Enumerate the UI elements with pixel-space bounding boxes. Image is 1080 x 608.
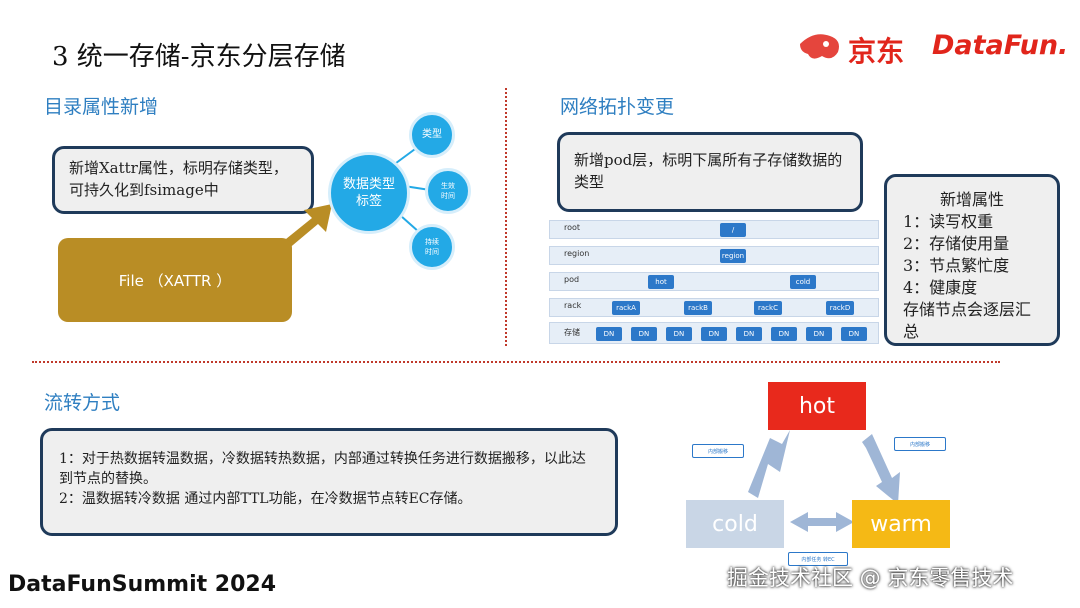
jd-logo-text: 京东 xyxy=(848,35,905,68)
attributes-title: 新增属性 xyxy=(939,190,1004,209)
datafun-logo: DataFun. xyxy=(930,28,1068,68)
hot-box: hot xyxy=(768,382,866,430)
effective-time-label: 生效时间 xyxy=(441,182,455,200)
watermark: 掘金技术社区 @ 京东零售技术 xyxy=(727,566,1014,590)
rack-node: rackB xyxy=(684,301,712,315)
jd-dog-icon xyxy=(800,34,839,59)
row-label: 存储 xyxy=(564,328,580,337)
topo-row-storage: 存储 DN DN DN DN DN DN DN DN xyxy=(549,322,879,344)
flow-description-box: 1：对于热数据转温数据，冷数据转热数据，内部通过转换任务进行数据搬移，以此达到节… xyxy=(40,428,618,536)
topo-row-root: root / xyxy=(549,220,879,239)
dir-description-box: 新增Xattr属性，标明存储类型，可持久化到fsimage中 xyxy=(52,146,314,214)
duration-circle: 持续时间 xyxy=(409,224,455,270)
row-label: rack xyxy=(564,301,582,310)
topo-row-pod: pod hot cold xyxy=(549,272,879,291)
page-title: 3 统一存储-京东分层存储 xyxy=(52,42,346,72)
internal-move-label-right: 内部搬移 xyxy=(894,437,946,451)
type-circle-label: 类型 xyxy=(422,129,442,140)
pod-node-hot: hot xyxy=(648,275,674,289)
warm-box: warm xyxy=(852,500,950,548)
duration-label: 持续时间 xyxy=(425,238,439,256)
dn-node: DN xyxy=(736,327,762,341)
topo-row-region: region region xyxy=(549,246,879,265)
net-description-text: 新增pod层，标明下属所有子存储数据的类型 xyxy=(574,151,843,191)
rack-node: rackA xyxy=(612,301,640,315)
data-type-tag-label: 数据类型标签 xyxy=(342,177,395,209)
net-description-box: 新增pod层，标明下属所有子存储数据的类型 xyxy=(557,132,863,212)
section-dir-title: 目录属性新增 xyxy=(44,96,159,118)
attribute-item: 3：节点繁忙度 xyxy=(903,256,1010,275)
attribute-item: 1：读写权重 xyxy=(903,212,994,231)
region-node: region xyxy=(720,249,746,263)
attributes-footer: 存储节点会逐层汇总 xyxy=(903,300,1032,341)
dir-description-text: 新增Xattr属性，标明存储类型，可持久化到fsimage中 xyxy=(69,159,288,199)
dn-node: DN xyxy=(596,327,622,341)
internal-move-label-left: 内部搬移 xyxy=(692,444,744,458)
attribute-item: 4：健康度 xyxy=(903,278,978,297)
footer-summit: DataFunSummit 2024 xyxy=(8,572,277,597)
data-type-tag-circle: 数据类型标签 xyxy=(328,152,410,234)
horizontal-divider xyxy=(32,361,1000,363)
internal-ec-label: 内部任务 转EC xyxy=(788,552,848,566)
dn-node: DN xyxy=(806,327,832,341)
topology-diagram: root / region region pod hot cold rack r… xyxy=(549,216,879,346)
effective-time-circle: 生效时间 xyxy=(425,168,471,214)
new-attributes-box: 新增属性 1：读写权重 2：存储使用量 3：节点繁忙度 4：健康度 存储节点会逐… xyxy=(884,174,1060,346)
root-node: / xyxy=(720,223,746,237)
section-flow-title: 流转方式 xyxy=(44,392,121,414)
topo-row-rack: rack rackA rackB rackC rackD xyxy=(549,298,879,317)
dn-node: DN xyxy=(771,327,797,341)
row-label: root xyxy=(564,223,581,232)
type-circle: 类型 xyxy=(409,112,455,158)
pod-node-cold: cold xyxy=(790,275,816,289)
dn-node: DN xyxy=(666,327,692,341)
attribute-item: 2：存储使用量 xyxy=(903,234,1010,253)
section-net-title: 网络拓扑变更 xyxy=(560,96,675,118)
dn-node: DN xyxy=(701,327,727,341)
rack-node: rackC xyxy=(754,301,782,315)
row-label: pod xyxy=(564,275,580,284)
row-label: region xyxy=(564,249,590,258)
datafun-logo-text: DataFun. xyxy=(932,30,1069,61)
dn-node: DN xyxy=(841,327,867,341)
vertical-divider xyxy=(505,88,507,346)
flow-line: 2：温数据转冷数据 通过内部TTL功能，在冷数据节点转EC存储。 xyxy=(59,491,472,507)
flow-line: 1：对于热数据转温数据，冷数据转热数据，内部通过转换任务进行数据搬移，以此达到节… xyxy=(59,451,586,487)
jd-logo: 京东 xyxy=(796,26,926,70)
flow-arrows xyxy=(748,430,900,532)
rack-node: rackD xyxy=(826,301,854,315)
file-xattr-box: File （XATTR ） xyxy=(58,238,292,322)
dn-node: DN xyxy=(631,327,657,341)
cold-box: cold xyxy=(686,500,784,548)
